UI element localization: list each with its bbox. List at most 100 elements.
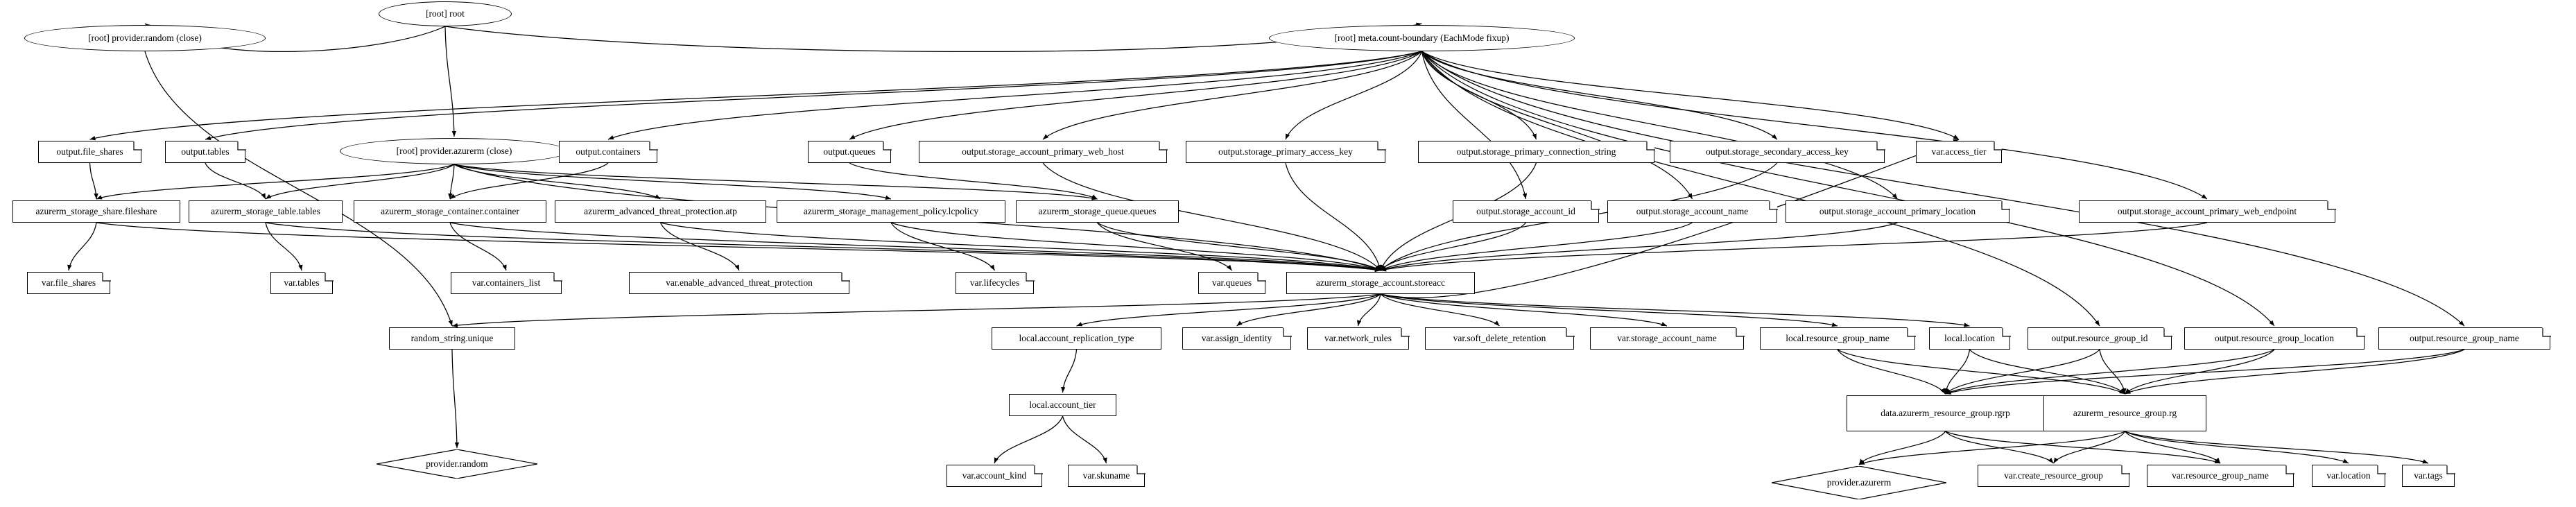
graph-node-var_sa_name[interactable]: var.storage_account_name [1590, 327, 1745, 350]
node-label: [root] root [426, 8, 465, 19]
graph-node-out_sa_loc[interactable]: output.storage_account_primary_location [1786, 200, 2010, 223]
graph-node-out_sa_name[interactable]: output.storage_account_name [1607, 200, 1778, 223]
graph-node-out_tables[interactable]: output.tables [165, 140, 246, 163]
graph-node-az_table[interactable]: azurerm_storage_table.tables [189, 200, 343, 223]
graph-edge-az_table-to-az_sa [265, 222, 1381, 272]
graph-node-root[interactable]: [root] root [379, 1, 512, 26]
graph-node-var_soft_del[interactable]: var.soft_delete_retention [1425, 327, 1575, 350]
graph-node-var_net_rules[interactable]: var.network_rules [1307, 327, 1410, 350]
graph-edge-az_cont-to-var_cont_list [449, 222, 507, 271]
note-fold-line [1907, 328, 1916, 337]
graph-node-var_tags[interactable]: var.tags [2402, 464, 2455, 487]
graph-node-az_lcp[interactable]: azurerm_storage_management_policy.lcpoli… [777, 200, 1005, 223]
graph-node-az_sa[interactable]: azurerm_storage_account.storeacc [1286, 272, 1475, 294]
graph-edge-data_rgrp-to-var_rg_name [1945, 431, 2221, 464]
graph-node-out_rg_loc[interactable]: output.resource_group_location [2184, 327, 2365, 350]
node-label: var.account_kind [962, 470, 1027, 481]
node-label: output.storage_account_primary_web_host [962, 146, 1124, 157]
graph-node-out_spak[interactable]: output.storage_primary_access_key [1186, 140, 1386, 163]
graph-node-prov_azurerm[interactable]: provider.azurerm [1772, 466, 1946, 499]
graph-edge-az_sa-to-var_net_rules [1356, 293, 1381, 327]
graph-edge-out_sa_name-to-az_sa [1380, 222, 1693, 271]
note-fold-line [1646, 141, 1655, 151]
graph-node-var_skuname[interactable]: var.skuname [1068, 464, 1146, 487]
graph-node-out_ssak[interactable]: output.storage_secondary_access_key [1670, 140, 1885, 163]
graph-node-var_tables[interactable]: var.tables [270, 271, 334, 294]
graph-node-out_sa_id[interactable]: output.storage_account_id [1453, 200, 1600, 223]
graph-node-out_rg_name[interactable]: output.resource_group_name [2378, 327, 2551, 350]
note-fold-line [1994, 141, 2003, 151]
diamond-shape-icon [1772, 466, 1946, 499]
graph-edge-az_rg-to-var_location [2125, 431, 2349, 464]
graph-edge-meta_count-to-out_containers [607, 51, 1422, 140]
diamond-shape-icon [377, 449, 537, 479]
graph-node-out_containers[interactable]: output.containers [559, 140, 658, 163]
graph-node-var_eatp[interactable]: var.enable_advanced_threat_protection [629, 271, 850, 294]
graph-node-var_cont_list[interactable]: var.containers_list [451, 271, 562, 294]
graph-node-out_file_shares[interactable]: output.file_shares [38, 140, 142, 163]
graph-edge-meta_count-to-out_spak [1285, 51, 1423, 140]
graph-node-loc_location[interactable]: local.location [1929, 327, 2011, 350]
graph-node-out_sa_web[interactable]: output.storage_account_primary_web_endpo… [2079, 200, 2336, 223]
graph-node-prov_azurerm_cl[interactable]: [root] provider.azurerm (close) [340, 138, 569, 164]
graph-node-var_file_shares[interactable]: var.file_shares [27, 271, 111, 294]
node-label: azurerm_storage_management_policy.lcpoli… [803, 206, 979, 217]
note-fold-line [2356, 328, 2365, 337]
node-label: local.resource_group_name [1786, 333, 1890, 344]
graph-edge-meta_count-to-out_sa_id [1421, 51, 1528, 200]
graph-node-out_sa_pwh[interactable]: output.storage_account_primary_web_host [919, 140, 1168, 163]
graph-edge-prov_azurerm_cl-to-az_lcp [453, 164, 892, 200]
graph-node-var_rg_name[interactable]: var.resource_group_name [2147, 464, 2294, 487]
graph-node-out_queues[interactable]: output.queues [808, 140, 892, 163]
node-label: var.containers_list [472, 277, 541, 289]
graph-node-var_lifecycles[interactable]: var.lifecycles [956, 271, 1035, 294]
graph-edge-az_sa-to-loc_rg_name [1380, 293, 1838, 327]
graph-node-meta_count[interactable]: [root] meta.count-boundary (EachMode fix… [1269, 25, 1575, 51]
node-label: local.location [1944, 333, 1996, 344]
graph-node-az_cont[interactable]: azurerm_storage_container.container [354, 200, 546, 223]
graph-edge-loc_acc_tier-to-var_skuname [1062, 415, 1107, 464]
graph-node-var_create_rg[interactable]: var.create_resource_group [1978, 464, 2130, 487]
graph-node-var_account_kind[interactable]: var.account_kind [946, 464, 1043, 487]
graph-edge-az_sa-to-rand_unique [451, 293, 1381, 328]
graph-node-prov_random[interactable]: provider.random [377, 449, 537, 479]
note-fold-line [1566, 328, 1575, 337]
graph-edge-out_rg_loc-to-az_rg [2125, 349, 2275, 395]
graph-node-var_queues[interactable]: var.queues [1198, 271, 1266, 294]
node-label: local.account_replication_type [1019, 333, 1134, 344]
graph-edge-meta_count-to-out_file_shares [89, 51, 1422, 141]
node-label: provider.random [426, 458, 488, 470]
node-label: output.tables [181, 146, 230, 157]
graph-edge-out_rg_name-to-data_rgrp [1945, 349, 2465, 395]
graph-node-var_access_tier[interactable]: var.access_tier [1916, 140, 2003, 163]
graph-node-az_rg[interactable]: azurerm_resource_group.rg [2043, 395, 2206, 431]
node-label: azurerm_storage_queue.queues [1038, 206, 1157, 217]
node-label: var.queues [1211, 277, 1252, 289]
graph-node-az_queue[interactable]: azurerm_storage_queue.queues [1016, 200, 1179, 223]
graph-node-az_share[interactable]: azurerm_storage_share.fileshare [12, 200, 180, 223]
graph-edge-meta_count-to-out_rg_name [1421, 51, 2465, 327]
graph-edge-loc_location-to-data_rgrp [1944, 349, 1971, 395]
graph-node-rand_unique[interactable]: random_string.unique [389, 327, 515, 350]
graph-node-loc_acc_repl[interactable]: local.account_replication_type [992, 327, 1161, 350]
node-label: var.access_tier [1931, 146, 1987, 157]
node-label: output.containers [576, 146, 641, 157]
graph-edge-meta_count-to-out_rg_id [1421, 51, 2100, 327]
graph-node-data_rgrp[interactable]: data.azurerm_resource_group.rgrp [1847, 395, 2044, 431]
graph-node-out_rg_id[interactable]: output.resource_group_id [2028, 327, 2172, 350]
graph-edge-az_sa-to-var_soft_del [1380, 293, 1500, 327]
graph-node-az_atp[interactable]: azurerm_advanced_threat_protection.atp [555, 200, 766, 223]
node-label: output.resource_group_name [2410, 333, 2519, 344]
note-fold-line [1034, 465, 1043, 474]
graph-node-loc_rg_name[interactable]: local.resource_group_name [1760, 327, 1916, 350]
graph-node-var_assign_id[interactable]: var.assign_identity [1182, 327, 1292, 350]
graph-node-var_location[interactable]: var.location [2312, 464, 2386, 487]
graph-edge-az_table-to-var_tables [265, 222, 303, 271]
graph-node-loc_acc_tier[interactable]: local.account_tier [1009, 394, 1116, 416]
note-fold-line [2002, 328, 2011, 337]
graph-edge-out_sa_loc-to-az_sa [1380, 222, 1898, 271]
graph-node-out_spcs[interactable]: output.storage_primary_connection_string [1418, 140, 1655, 163]
graph-node-prov_random_cl[interactable]: [root] provider.random (close) [24, 25, 266, 51]
graph-edge-az_queue-to-az_sa [1097, 222, 1381, 271]
note-fold-line [883, 141, 892, 151]
